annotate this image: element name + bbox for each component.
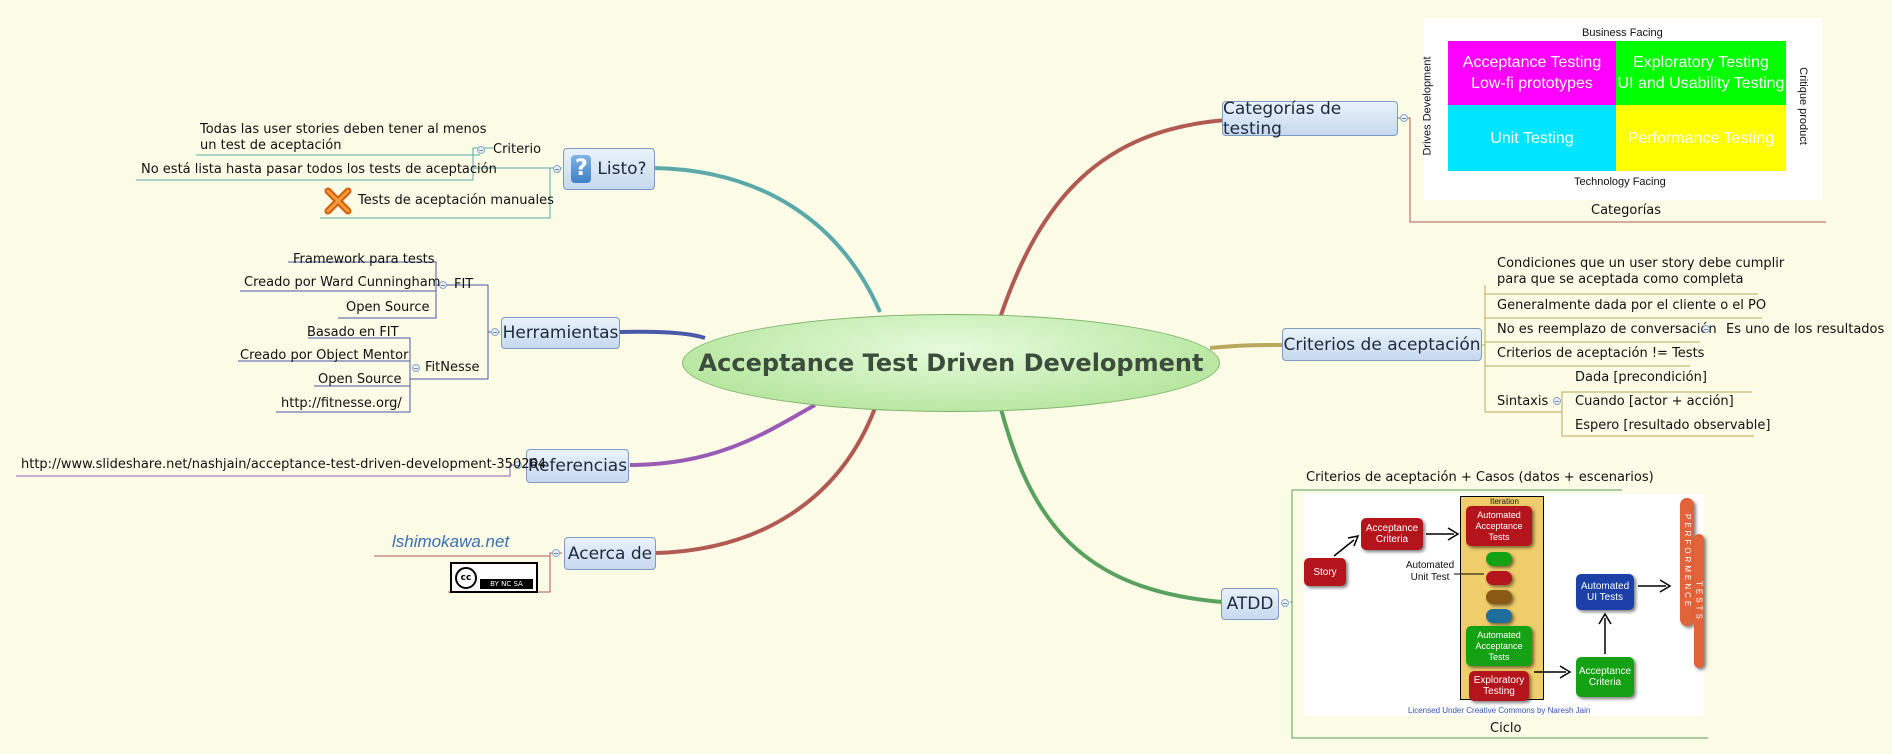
topic-atdd[interactable]: ATDD (1221, 588, 1279, 620)
testing-quadrants-image: Business Facing Technology Facing Drives… (1421, 18, 1822, 200)
automated-acceptance-tests-pill: Automated Acceptance Tests (1466, 506, 1532, 546)
criterio-condiciones: Condiciones que un user story debe cumpl… (1497, 256, 1785, 287)
atdd-cycle-image: Iteration Story Acceptance Criteria Auto… (1304, 494, 1704, 716)
fitnesse-item-3: Open Source (318, 372, 402, 387)
atdd-header: Criterios de aceptación + Casos (datos +… (1306, 470, 1654, 485)
unit-test-dot-brown (1486, 590, 1512, 604)
criterio-uno-resultados: Es uno de los resultados (1726, 322, 1885, 337)
topic-herramientas[interactable]: Herramientas (501, 317, 620, 349)
collapse-sintaxis[interactable] (1553, 397, 1561, 405)
automated-unit-test-label: Automated Unit Test (1405, 560, 1455, 583)
unit-test-dot-green (1486, 552, 1512, 566)
tests-bar: TESTS (1694, 534, 1704, 668)
fitnesse-item-4[interactable]: http://fitnesse.org/ (281, 396, 402, 411)
central-topic[interactable]: Acceptance Test Driven Development (682, 314, 1220, 412)
sintaxis-item-espero: Espero [resultado observable] (1575, 418, 1771, 433)
topic-referencias[interactable]: Referencias (526, 449, 629, 483)
collapse-listo[interactable] (553, 165, 561, 173)
criterio-neq-tests: Criterios de aceptación != Tests (1497, 346, 1705, 361)
atdd-license[interactable]: Licensed Under Creative Commons by Nares… (1408, 706, 1591, 715)
collapse-atdd[interactable] (1281, 599, 1289, 607)
lshimokawa-logo[interactable]: lshimokawa.net (392, 532, 510, 551)
automated-acceptance-tests-green-pill: Automated Acceptance Tests (1466, 626, 1532, 666)
exploratory-testing-pill: Exploratory Testing (1469, 671, 1529, 701)
x-icon (323, 186, 353, 216)
collapse-categorias[interactable] (1400, 114, 1408, 122)
collapse-fit[interactable] (439, 281, 447, 289)
atdd-caption: Ciclo (1490, 721, 1522, 736)
criterio-no-reemplazo: No es reemplazo de conversación (1497, 322, 1717, 337)
cc-license-badge[interactable]: cc BY NC SA (450, 562, 538, 593)
question-icon: ? (571, 155, 592, 183)
referencia-url[interactable]: http://www.slideshare.net/nashjain/accep… (21, 457, 547, 472)
topic-categorias[interactable]: Categorías de testing (1222, 99, 1398, 139)
fitnesse-item-2: Creado por Object Mentor (240, 348, 409, 363)
acceptance-criteria-pill: Acceptance Criteria (1361, 518, 1423, 550)
atdd-arrows (1333, 527, 1672, 679)
collapse-criterio[interactable] (477, 146, 485, 154)
unit-test-dot-red (1486, 571, 1512, 585)
no-lista-text: No está lista hasta pasar todos los test… (141, 162, 497, 177)
quadrant-top-label: Business Facing (1582, 27, 1663, 39)
topic-criterios[interactable]: Criterios de aceptación (1282, 328, 1482, 361)
collapse-herramientas[interactable] (491, 328, 499, 336)
collapse-no-reemplazo[interactable] (1702, 325, 1710, 333)
performance-bar: PERFORMENCE (1680, 498, 1694, 626)
collapse-fitnesse[interactable] (412, 364, 420, 372)
criterio-label: Criterio (493, 142, 542, 157)
sintaxis-label: Sintaxis (1497, 394, 1549, 409)
categorias-caption: Categorías (1591, 203, 1662, 218)
fit-item-3: Open Source (346, 300, 430, 315)
automated-ui-tests-pill: Automated UI Tests (1576, 574, 1634, 610)
sintaxis-item-cuando: Cuando [actor + acción] (1575, 394, 1734, 409)
sintaxis-item-dada: Dada [precondición] (1575, 370, 1707, 385)
manuales-text: Tests de aceptación manuales (358, 193, 554, 208)
cc-icon: cc (455, 566, 477, 589)
criterio-dada-po: Generalmente dada por el cliente o el PO (1497, 298, 1767, 313)
fit-label: FIT (454, 277, 474, 292)
quadrant-performance: Performance Testing (1616, 105, 1786, 171)
quadrant-left-label: Drives Development (1421, 56, 1434, 156)
quadrant-right-label: Critique product (1796, 67, 1809, 145)
story-pill: Story (1304, 558, 1346, 586)
iteration-label: Iteration (1490, 497, 1519, 506)
topic-listo[interactable]: ? Listo? (563, 148, 655, 190)
fitnesse-item-1: Basado en FIT (307, 325, 399, 340)
fit-item-1: Framework para tests (293, 252, 435, 267)
acceptance-criteria-green-pill: Acceptance Criteria (1576, 657, 1634, 697)
quadrant-bottom-label: Technology Facing (1574, 176, 1666, 188)
fit-item-2: Creado por Ward Cunningham (244, 275, 441, 290)
topic-acerca[interactable]: Acerca de (564, 537, 656, 570)
collapse-referencias[interactable] (514, 461, 522, 469)
license-terms: BY NC SA (480, 579, 533, 589)
collapse-acerca[interactable] (552, 549, 560, 557)
quadrant-unit: Unit Testing (1448, 105, 1616, 171)
fitnesse-label: FitNesse (425, 360, 480, 375)
criterio-text: Todas las user stories deben tener al me… (200, 122, 487, 153)
unit-test-dot-blue (1486, 609, 1512, 623)
